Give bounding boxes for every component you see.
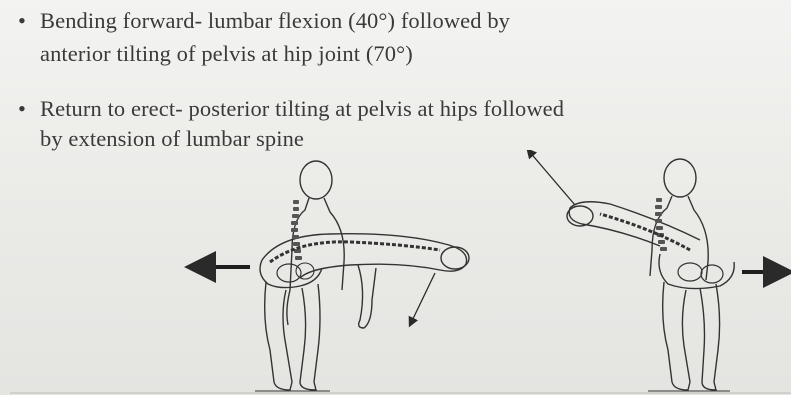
figure-return-to-erect [567,159,734,391]
arrow-up-icon [528,150,575,205]
figure-bending-forward [255,161,469,391]
head-outline [664,159,696,197]
arrow-down-icon [410,273,435,325]
arm-outline [358,265,376,328]
head-outline [441,247,469,269]
bent-spine-figure-2 [600,214,690,250]
leg-outline [663,282,690,390]
bullet-line: Return to erect- posterior tilting at pe… [40,96,564,122]
posture-illustration [0,150,791,395]
bullet-line: anterior tilting of pelvis at hip joint … [40,41,413,67]
bullet-marker: • [18,8,26,34]
bullet-line: by extension of lumbar spine [40,126,304,152]
bullet-line: Bending forward- lumbar flexion (40°) fo… [40,8,510,34]
bullet-marker: • [18,96,26,122]
